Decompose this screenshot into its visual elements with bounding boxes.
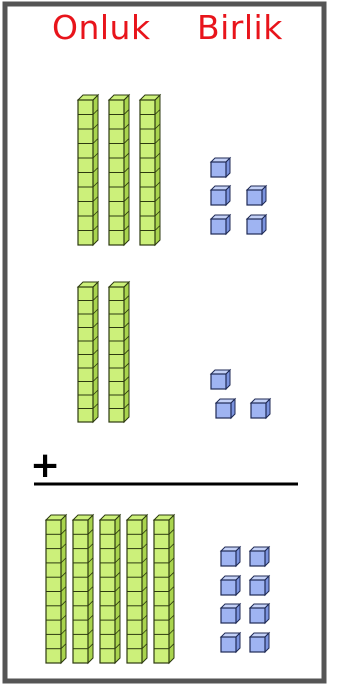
sum-unit-cube-2 <box>250 547 269 566</box>
second-addend-ten-rod-1 <box>78 282 98 422</box>
ones-header: Birlik <box>197 8 283 48</box>
tens-header: Onluk <box>52 8 151 48</box>
blocks-layer <box>46 95 270 663</box>
sum-unit-cube-5 <box>221 604 240 623</box>
sum-unit-cube-6 <box>250 604 269 623</box>
first-addend-ten-rod-3 <box>140 95 160 245</box>
sum-ten-rod-5 <box>154 515 174 663</box>
plus-sign: + <box>30 446 60 486</box>
first-addend-ten-rod-2 <box>109 95 129 245</box>
first-addend-unit-cube-5 <box>247 215 266 234</box>
sum-unit-cube-1 <box>221 547 240 566</box>
sum-unit-cube-3 <box>221 576 240 595</box>
first-addend-unit-cube-1 <box>211 158 230 177</box>
second-addend-unit-cube-2 <box>216 399 235 418</box>
sum-unit-cube-8 <box>250 633 269 652</box>
second-addend-unit-cube-3 <box>251 399 270 418</box>
sum-unit-cube-4 <box>250 576 269 595</box>
sum-ten-rod-2 <box>73 515 93 663</box>
second-addend-ten-rod-2 <box>109 282 129 422</box>
second-addend-unit-cube-1 <box>211 370 230 389</box>
sum-unit-cube-7 <box>221 633 240 652</box>
first-addend-unit-cube-3 <box>247 186 266 205</box>
first-addend-unit-cube-2 <box>211 186 230 205</box>
sum-ten-rod-3 <box>100 515 120 663</box>
sum-ten-rod-4 <box>127 515 147 663</box>
first-addend-ten-rod-1 <box>78 95 98 245</box>
sum-ten-rod-1 <box>46 515 66 663</box>
first-addend-unit-cube-4 <box>211 215 230 234</box>
